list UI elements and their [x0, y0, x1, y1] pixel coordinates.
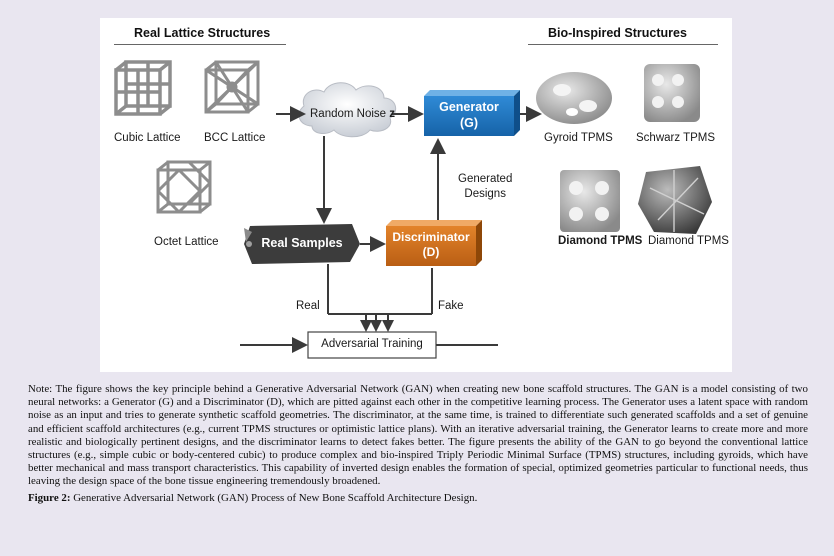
random-noise-text: Random Noise — [310, 108, 387, 120]
discriminator-abbrev: (D) — [422, 245, 440, 259]
header-bio-underline — [528, 44, 718, 45]
label-real: Real — [296, 300, 320, 312]
label-generated-designs: Generated Designs — [458, 172, 512, 202]
diagram-graphics — [114, 60, 712, 359]
real-samples-label: Real Samples — [261, 236, 343, 250]
random-noise-variable: z — [389, 108, 396, 120]
label-gyroid-tpms: Gyroid TPMS — [544, 132, 613, 144]
generated-line1: Generated — [458, 173, 513, 185]
figure-label: Figure 2: — [28, 491, 71, 504]
header-bio-inspired: Bio-Inspired Structures — [548, 26, 687, 40]
real-samples-banner-shape — [244, 224, 360, 264]
generated-line2: Designs — [464, 188, 506, 200]
random-noise-cloud — [298, 82, 397, 138]
caption-block: Note: The figure shows the key principle… — [28, 383, 808, 505]
generator-abbrev: (G) — [459, 115, 479, 130]
bcc-lattice-icon — [204, 60, 260, 114]
generator-label: Generator — [439, 100, 499, 114]
diamond-tpms-icon-a — [560, 170, 620, 232]
discriminator-block-shape — [386, 220, 482, 266]
label-fake: Fake — [438, 300, 464, 312]
schwarz-tpms-icon — [644, 64, 700, 122]
figure-title: Generative Adversarial Network (GAN) Pro… — [73, 491, 478, 504]
diamond-tpms-icon-b — [638, 166, 712, 234]
cubic-lattice-icon — [114, 60, 172, 116]
adversarial-training-box — [307, 331, 437, 359]
label-bcc-lattice: BCC Lattice — [204, 132, 266, 144]
gyroid-tpms-icon — [536, 72, 612, 124]
caption-note: Note: The figure shows the key principle… — [28, 383, 808, 488]
figure-title-line: Figure 2: Generative Adversarial Network… — [28, 492, 808, 505]
label-cubic-lattice: Cubic Lattice — [114, 132, 181, 144]
label-adversarial-training: Adversarial Training — [321, 338, 423, 350]
discriminator-label: Discriminator — [392, 230, 470, 244]
flow-arrows — [240, 106, 542, 353]
octet-lattice-icon — [156, 160, 212, 214]
discriminator-block: Discriminator (D) — [386, 230, 476, 260]
label-schwarz-tpms: Schwarz TPMS — [636, 132, 716, 144]
generator-block: Generator (G) — [424, 100, 514, 131]
generator-block-shape — [424, 90, 520, 136]
label-diamond-tpms-b: Diamond TPMS — [648, 235, 729, 247]
label-random-noise: Random Noise z — [310, 108, 395, 120]
label-octet-lattice: Octet Lattice — [154, 236, 219, 248]
header-real-lattice: Real Lattice Structures — [134, 26, 271, 40]
figure-panel: Real Lattice Structures Bio-Inspired Str… — [100, 18, 732, 372]
label-diamond-tpms-a: Diamond TPMS — [558, 235, 643, 247]
header-real-underline — [114, 44, 286, 45]
